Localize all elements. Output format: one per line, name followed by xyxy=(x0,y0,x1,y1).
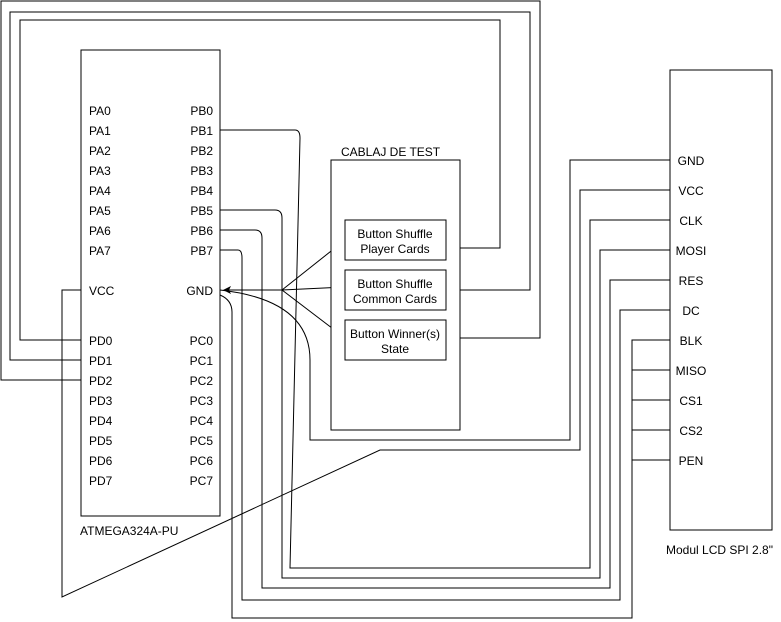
pin-label: BLK xyxy=(680,334,703,348)
pin-label: PD4 xyxy=(89,414,113,428)
pin-label: PB1 xyxy=(190,124,213,138)
wire-gnd-control-bus xyxy=(219,294,670,619)
lcd-body xyxy=(669,69,773,531)
pin-label: VCC xyxy=(678,184,704,198)
wire-pb5-mosi xyxy=(220,209,670,579)
pin-label: PB4 xyxy=(190,184,213,198)
wire-vcc-lcd-vcc xyxy=(61,189,670,598)
button-shuffle-common-cards-body[interactable] xyxy=(344,269,447,311)
pin-label: DC xyxy=(682,304,700,318)
pin-label: PC0 xyxy=(190,334,214,348)
wire-pb6-res xyxy=(220,229,670,589)
pin-label: PA0 xyxy=(89,104,111,118)
button-winner-state-body[interactable] xyxy=(344,319,447,361)
button-label-line1: Button Winner(s) xyxy=(350,327,440,341)
pin-label: PB0 xyxy=(190,104,213,118)
pin-label: PA2 xyxy=(89,144,111,158)
button-label-line2: Player Cards xyxy=(360,242,429,256)
pin-label: CS2 xyxy=(679,424,703,438)
pin-label: PA3 xyxy=(89,164,111,178)
mcu-body xyxy=(80,49,221,517)
button-label-line2: State xyxy=(381,342,409,356)
pin-label: GND xyxy=(186,284,213,298)
button-label-line2: Common Cards xyxy=(353,292,437,306)
wire-gnd-lcd-gnd xyxy=(219,159,670,441)
pin-label: PC7 xyxy=(190,474,214,488)
test-harness-block: CABLAJ DE TEST Button Shuffle Player Car… xyxy=(330,145,461,431)
pin-label: PC5 xyxy=(190,434,214,448)
lcd-name: Modul LCD SPI 2.8" xyxy=(666,543,773,557)
pin-label: PC1 xyxy=(190,354,214,368)
pin-label: PC6 xyxy=(190,454,214,468)
button-shuffle-common-cards[interactable]: Button Shuffle Common Cards xyxy=(344,269,447,311)
button-label-line1: Button Shuffle xyxy=(357,277,432,291)
pin-label: PB5 xyxy=(190,204,213,218)
pin-label: PC3 xyxy=(190,394,214,408)
wire-pd0-player-cards xyxy=(19,19,501,341)
pin-label: PC4 xyxy=(190,414,214,428)
wire-pd1-common-cards xyxy=(9,11,531,361)
pin-label: PD1 xyxy=(89,354,113,368)
pin-label: PD2 xyxy=(89,374,113,388)
pin-label: PD5 xyxy=(89,434,113,448)
pin-label: GND xyxy=(678,154,705,168)
test-harness-title: CABLAJ DE TEST xyxy=(341,145,441,159)
pin-label: PD0 xyxy=(89,334,113,348)
pin-label: PC2 xyxy=(190,374,214,388)
wires xyxy=(0,0,670,619)
pin-label: PB2 xyxy=(190,144,213,158)
wire-pb7-dc xyxy=(220,249,670,601)
pin-label: VCC xyxy=(89,284,115,298)
pin-label: PD3 xyxy=(89,394,113,408)
pin-label: PA7 xyxy=(89,244,111,258)
button-shuffle-player-cards[interactable]: Button Shuffle Player Cards xyxy=(344,219,447,261)
pin-label: PEN xyxy=(679,454,704,468)
pin-label: RES xyxy=(679,274,704,288)
pin-label: PD6 xyxy=(89,454,113,468)
pin-label: PD7 xyxy=(89,474,113,488)
pin-label: PA4 xyxy=(89,184,111,198)
pin-label: PA1 xyxy=(89,124,111,138)
pin-label: CLK xyxy=(679,214,702,228)
pin-label: MOSI xyxy=(676,244,707,258)
pin-label: PA6 xyxy=(89,224,111,238)
wire-pd2-winner-state xyxy=(0,0,541,381)
wire-pb1-clk xyxy=(220,129,670,569)
mcu-name: ATMEGA324A-PU xyxy=(80,524,178,538)
button-winner-state[interactable]: Button Winner(s) State xyxy=(344,319,447,361)
pin-label: PB7 xyxy=(190,244,213,258)
pin-label: MISO xyxy=(676,364,707,378)
pin-label: PB3 xyxy=(190,164,213,178)
pin-label: CS1 xyxy=(679,394,703,408)
pin-label: PB6 xyxy=(190,224,213,238)
mcu-block: PA0PA1PA2PA3PA4PA5PA6PA7VCCPD0PD1PD2PD3P… xyxy=(80,49,221,538)
button-shuffle-player-cards-body[interactable] xyxy=(344,219,447,261)
pin-label: PA5 xyxy=(89,204,111,218)
button-label-line1: Button Shuffle xyxy=(357,227,432,241)
